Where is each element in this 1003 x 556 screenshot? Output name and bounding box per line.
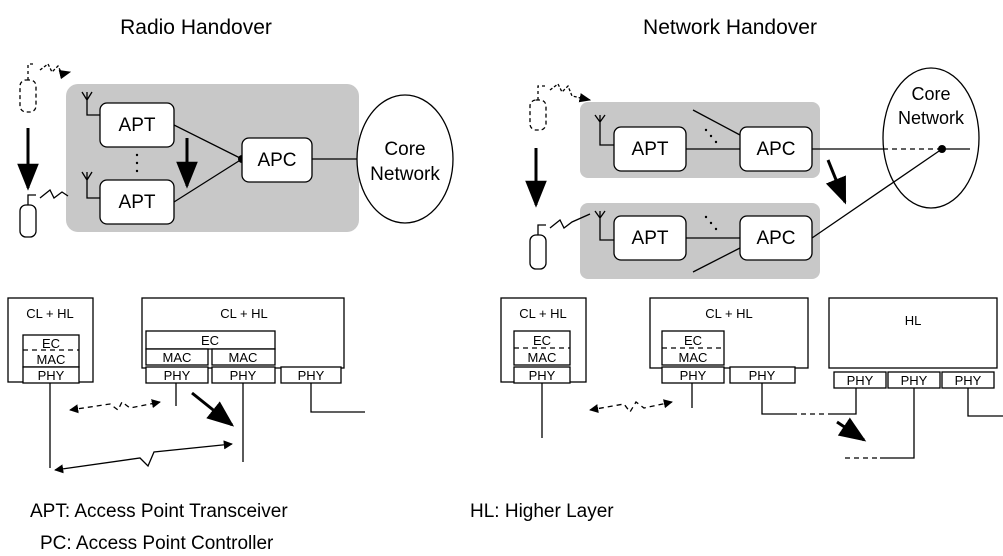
right-ap-phy2: PHY — [749, 368, 776, 383]
apc-label: APC — [257, 150, 296, 171]
core-network-left-line2: Network — [370, 164, 440, 185]
legend-apc: PC: Access Point Controller — [40, 533, 274, 554]
right-terminal-cl-hl: CL + HL — [519, 306, 567, 321]
right-ap-mac: MAC — [679, 350, 708, 365]
left-ap-phy1: PHY — [164, 368, 191, 383]
apt-lower-label: APT — [119, 192, 156, 213]
terminal-new-position — [19, 204, 37, 238]
title-network-handover: Network Handover — [643, 16, 817, 39]
left-terminal-phy: PHY — [38, 368, 65, 383]
legend-apt: APT: Access Point Transceiver — [30, 501, 288, 522]
core-network-left-line1: Core — [384, 139, 425, 160]
core-junction-dot — [938, 145, 946, 153]
right-hl-label: HL — [905, 313, 922, 328]
left-ap-ec: EC — [201, 333, 219, 348]
left-ap-mac1-box — [145, 348, 209, 366]
apt-right-lower-label: APT — [632, 228, 669, 249]
left-terminal-mac: MAC — [37, 352, 66, 367]
right-terminal-ec: EC — [533, 333, 551, 348]
right-ap-phy1: PHY — [680, 368, 707, 383]
left-ap-phy2: PHY — [230, 368, 257, 383]
left-stack-handover-arrow — [191, 391, 235, 427]
network-handover-topology: Core Network APT APC APT APC — [525, 67, 980, 279]
right-ap-cl-hl: CL + HL — [705, 306, 753, 321]
left-ap-ec-box — [145, 330, 276, 350]
left-terminal-phy-box — [22, 366, 80, 384]
right-hl-phy1: PHY — [847, 373, 874, 388]
terminal-right-new — [529, 234, 547, 270]
apt-right-upper-label: APT — [632, 139, 669, 160]
radio-handover-topology: APT APT APC Core Network — [17, 63, 454, 238]
left-ap-phy3: PHY — [298, 368, 325, 383]
right-ap-phy1-box — [661, 366, 725, 384]
core-network-right-line1: Core — [911, 84, 950, 104]
left-ap-cl-hl: CL + HL — [220, 306, 268, 321]
right-hl-phy1-box — [833, 371, 887, 389]
left-ap-mac2: MAC — [229, 350, 258, 365]
left-terminal-cl-hl: CL + HL — [26, 306, 74, 321]
legend-hl: HL: Higher Layer — [470, 501, 614, 522]
apc-right-lower-label: APC — [756, 228, 795, 249]
right-hl-phy3: PHY — [955, 373, 982, 388]
network-handover-stack: CL + HL EC MAC PHY CL + HL EC MAC PHY PH… — [500, 297, 1003, 459]
core-network-right-line2: Network — [898, 108, 965, 128]
left-ap-mac1: MAC — [163, 350, 192, 365]
network-handover-arrow — [825, 159, 847, 205]
radio-handover-stack: CL + HL EC MAC PHY CL + HL EC MAC MAC PH… — [7, 297, 365, 474]
right-ap-ec: EC — [684, 333, 702, 348]
right-terminal-mac: MAC — [528, 350, 557, 365]
core-network-left — [356, 94, 454, 224]
right-stack-handover-arrow — [836, 417, 867, 442]
left-terminal-ec: EC — [42, 336, 60, 351]
apc-right-upper-label: APC — [756, 139, 795, 160]
apc-box — [241, 137, 313, 183]
terminal-right-old — [529, 99, 547, 131]
apt-upper-label: APT — [119, 115, 156, 136]
left-ap-mac2-box — [211, 348, 276, 366]
right-hl-stack-box — [828, 297, 998, 369]
right-hl-phy2: PHY — [901, 373, 928, 388]
title-radio-handover: Radio Handover — [120, 16, 272, 39]
terminal-old-position — [19, 79, 37, 113]
left-ap-phy1-box — [145, 366, 209, 384]
right-terminal-phy: PHY — [529, 368, 556, 383]
